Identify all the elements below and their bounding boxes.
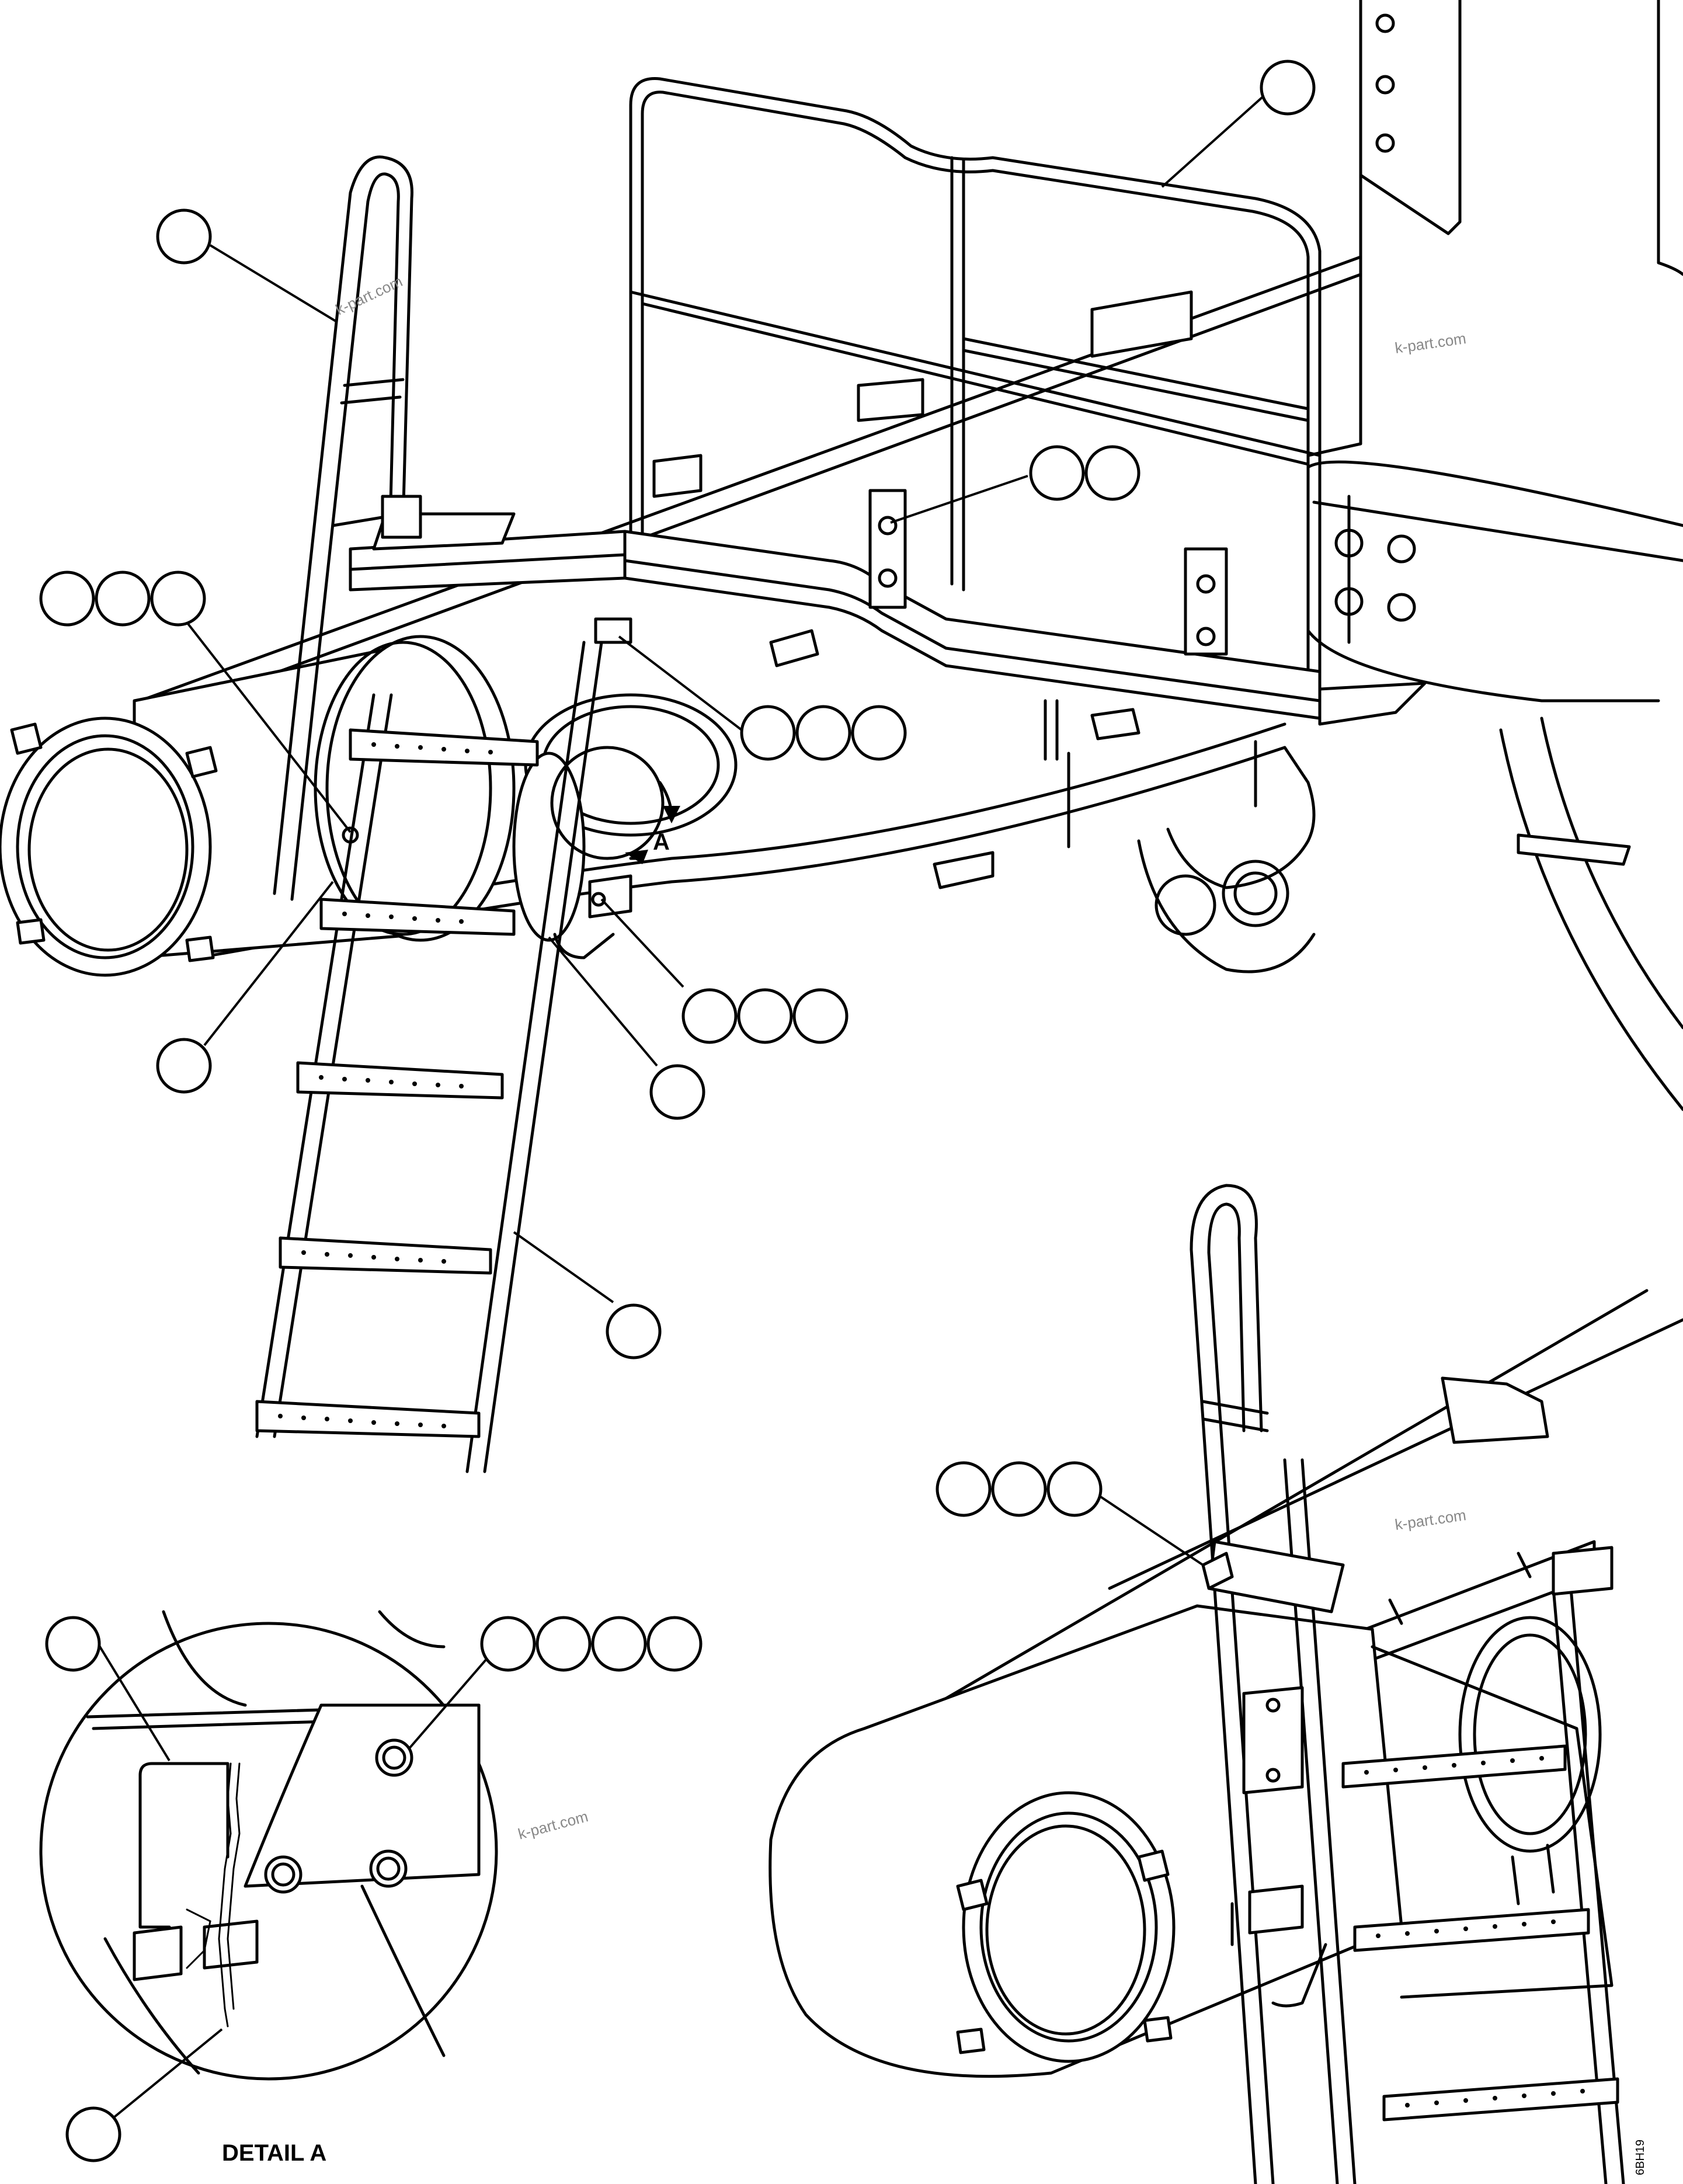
watermark-4: k-part.com [516,1807,590,1843]
callout-ladder-rail-left [156,208,212,265]
upper-assembly-view: A [0,0,1683,1473]
platform-bracket-plates [868,489,1257,848]
platform-handrail [629,77,1322,673]
callout-detail-bolts-2 [536,1616,592,1672]
access-ladder [255,617,632,1473]
watermark-3: k-part.com [1394,1506,1468,1533]
callout-tank-bolts-3 [150,571,206,627]
callout-detail-chain [65,2106,121,2162]
machine-body [1306,0,1683,1111]
callout-tank [156,1038,212,1094]
callout-handrail-top [1260,60,1316,116]
callout-hinge-2 [795,705,851,761]
callout-tank-bolts-2 [95,571,151,627]
tread-perforations [278,742,493,1428]
callout-balloons [39,60,1316,2162]
callout-lower-view-1 [936,1461,992,1517]
callout-detail-bolts-4 [646,1616,703,1672]
callout-platform-bolts-2 [1084,445,1140,501]
ladder-handrail [273,155,422,901]
callout-detail-handle [45,1616,101,1672]
watermark-2: k-part.com [1394,329,1468,357]
figure-code: 6BH19 [1634,2140,1647,2175]
exhaust-tank [0,635,516,977]
callout-hinge-1 [740,705,796,761]
upper-leaders [174,86,1274,1303]
callout-lower-view-3 [1046,1461,1103,1517]
callout-bracket-3 [792,988,849,1044]
callout-bracket-1 [681,988,738,1044]
detail-a-marker: A [550,746,680,864]
callout-ladder-handle [649,1064,705,1120]
callout-hinge-3 [851,705,907,761]
boom-blocks [652,290,1631,889]
detail-a-caption: DETAIL A [222,2140,326,2166]
detail-marker-letter: A [653,829,670,855]
callout-ladder [606,1303,662,1359]
callout-detail-bolts-1 [480,1616,536,1672]
callout-bracket-2 [737,988,793,1044]
lower-assembly-view [769,1184,1683,2184]
callout-lower-view-2 [991,1461,1047,1517]
callout-tank-bolts-1 [39,571,95,627]
callout-platform-bolts-1 [1029,445,1085,501]
detail-a-view: DETAIL A [39,1610,503,2166]
lower-tread-perforations [1364,1756,1585,2108]
callout-detail-bolts-3 [591,1616,647,1672]
